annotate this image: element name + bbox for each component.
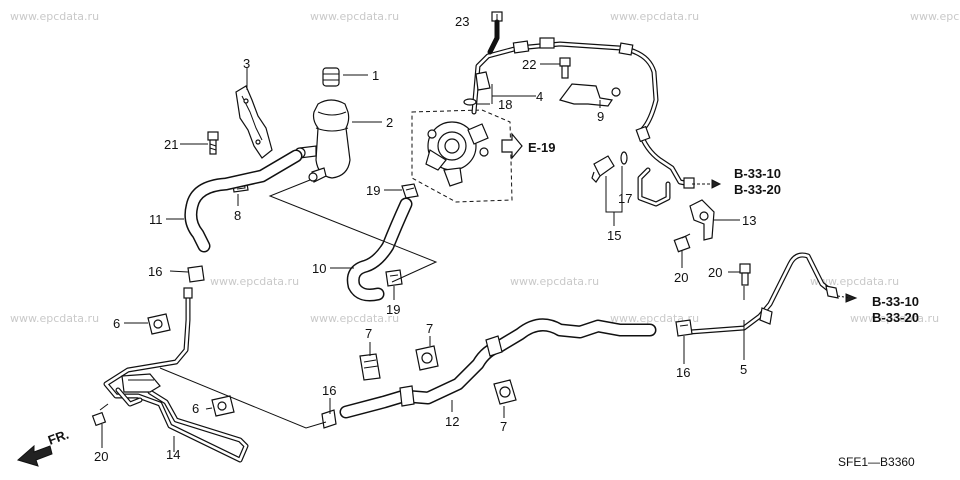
clip-7-left bbox=[359, 353, 381, 381]
ref-b33-20-lower: B-33-20 bbox=[872, 310, 919, 325]
clip-16-upper bbox=[187, 265, 205, 283]
reservoir-assembly bbox=[294, 67, 351, 183]
callout-18: 18 bbox=[498, 97, 512, 112]
clamp-6-lower bbox=[211, 395, 235, 417]
callout-10: 10 bbox=[312, 261, 326, 276]
callout-19-lower: 19 bbox=[386, 302, 400, 317]
callout-14: 14 bbox=[166, 447, 180, 462]
callout-16-lower: 16 bbox=[322, 383, 336, 398]
callout-20-mid: 20 bbox=[674, 270, 688, 285]
bolt-21 bbox=[207, 131, 219, 155]
callout-19-upper: 19 bbox=[366, 183, 380, 198]
cooler-pipe-14 bbox=[103, 287, 249, 463]
front-direction-label: FR. bbox=[46, 427, 71, 448]
clip-16-right bbox=[675, 319, 693, 337]
callout-1: 1 bbox=[372, 68, 379, 83]
leader-lines bbox=[101, 14, 745, 452]
washer-18 bbox=[463, 98, 477, 106]
callout-23: 23 bbox=[455, 14, 469, 29]
callout-labels: 1 2 3 4 5 6 6 7 7 7 8 9 10 11 12 13 14 1… bbox=[94, 14, 756, 464]
hose-11 bbox=[184, 149, 303, 253]
watermark: www.epcdata.ru bbox=[10, 10, 99, 23]
front-direction-arrow bbox=[16, 444, 53, 467]
watermark: www.epcdata.ru bbox=[510, 275, 599, 288]
pipe-bracket-13 bbox=[689, 199, 715, 241]
hose-10 bbox=[346, 197, 413, 302]
bolt-22 bbox=[559, 57, 571, 79]
callout-20-left: 20 bbox=[94, 449, 108, 464]
clamp-19-bottom bbox=[385, 269, 403, 287]
callout-2: 2 bbox=[386, 115, 393, 130]
clip-7-middle bbox=[415, 345, 439, 371]
ref-e19: E-19 bbox=[528, 140, 555, 155]
watermark: www.epcdata.ru bbox=[850, 312, 939, 325]
pipe-bracket-9 bbox=[558, 83, 621, 107]
callout-9: 9 bbox=[597, 109, 604, 124]
ref-b33-20-upper: B-33-20 bbox=[734, 182, 781, 197]
pressure-pipe-5 bbox=[687, 252, 858, 335]
bolt-20-right bbox=[739, 263, 751, 286]
watermark-partial: www.epc bbox=[910, 10, 959, 23]
callout-13: 13 bbox=[742, 213, 756, 228]
callout-16-right: 16 bbox=[676, 365, 690, 380]
clamp-6-upper bbox=[147, 313, 171, 335]
callout-5: 5 bbox=[740, 362, 747, 377]
callout-15: 15 bbox=[607, 228, 621, 243]
callout-6-upper: 6 bbox=[113, 316, 120, 331]
e19-arrow bbox=[501, 132, 523, 160]
watermark: www.epcdata.ru bbox=[310, 10, 399, 23]
callout-7-middle: 7 bbox=[426, 321, 433, 336]
watermark: www.epcdata.ru bbox=[610, 10, 699, 23]
pressure-switch-15 bbox=[591, 151, 628, 183]
bolt-23 bbox=[487, 11, 503, 55]
callout-3: 3 bbox=[243, 56, 250, 71]
callout-7-right: 7 bbox=[500, 419, 507, 434]
clamp-19-top bbox=[401, 183, 419, 199]
callout-16-upper: 16 bbox=[148, 264, 162, 279]
bolt-20-left bbox=[91, 403, 109, 427]
callout-17: 17 bbox=[618, 191, 632, 206]
return-hose-12 bbox=[339, 318, 657, 419]
clip-16-lower bbox=[321, 409, 337, 429]
reservoir-bracket bbox=[235, 85, 273, 159]
callout-11: 11 bbox=[149, 212, 163, 227]
callout-6-lower: 6 bbox=[192, 401, 199, 416]
callout-12: 12 bbox=[445, 414, 459, 429]
watermark: www.epcdata.ru bbox=[210, 275, 299, 288]
b33-arrow-upper bbox=[692, 179, 722, 189]
guide-lines-lower bbox=[159, 367, 327, 429]
callout-8: 8 bbox=[234, 208, 241, 223]
pump-box bbox=[411, 109, 513, 203]
watermark: www.epcdata.ru bbox=[10, 312, 99, 325]
reference-labels: E-19 B-33-10 B-33-20 B-33-10 B-33-20 FR.… bbox=[46, 140, 919, 469]
clip-7-right bbox=[493, 379, 517, 405]
callout-7-left: 7 bbox=[365, 326, 372, 341]
callout-22: 22 bbox=[522, 57, 536, 72]
callout-20-right: 20 bbox=[708, 265, 722, 280]
pressure-pipe-upper bbox=[471, 37, 695, 207]
watermark: www.epcdata.ru bbox=[810, 275, 899, 288]
bolt-20-mid bbox=[673, 233, 691, 253]
ref-b33-10-lower: B-33-10 bbox=[872, 294, 919, 309]
guide-lines-upper bbox=[268, 179, 438, 283]
ref-b33-10-upper: B-33-10 bbox=[734, 166, 781, 181]
watermark: www.epcdata.ru bbox=[310, 312, 399, 325]
drawing-code: SFE1—B3360 bbox=[838, 455, 915, 469]
callout-21: 21 bbox=[164, 137, 178, 152]
callout-4: 4 bbox=[536, 89, 543, 104]
